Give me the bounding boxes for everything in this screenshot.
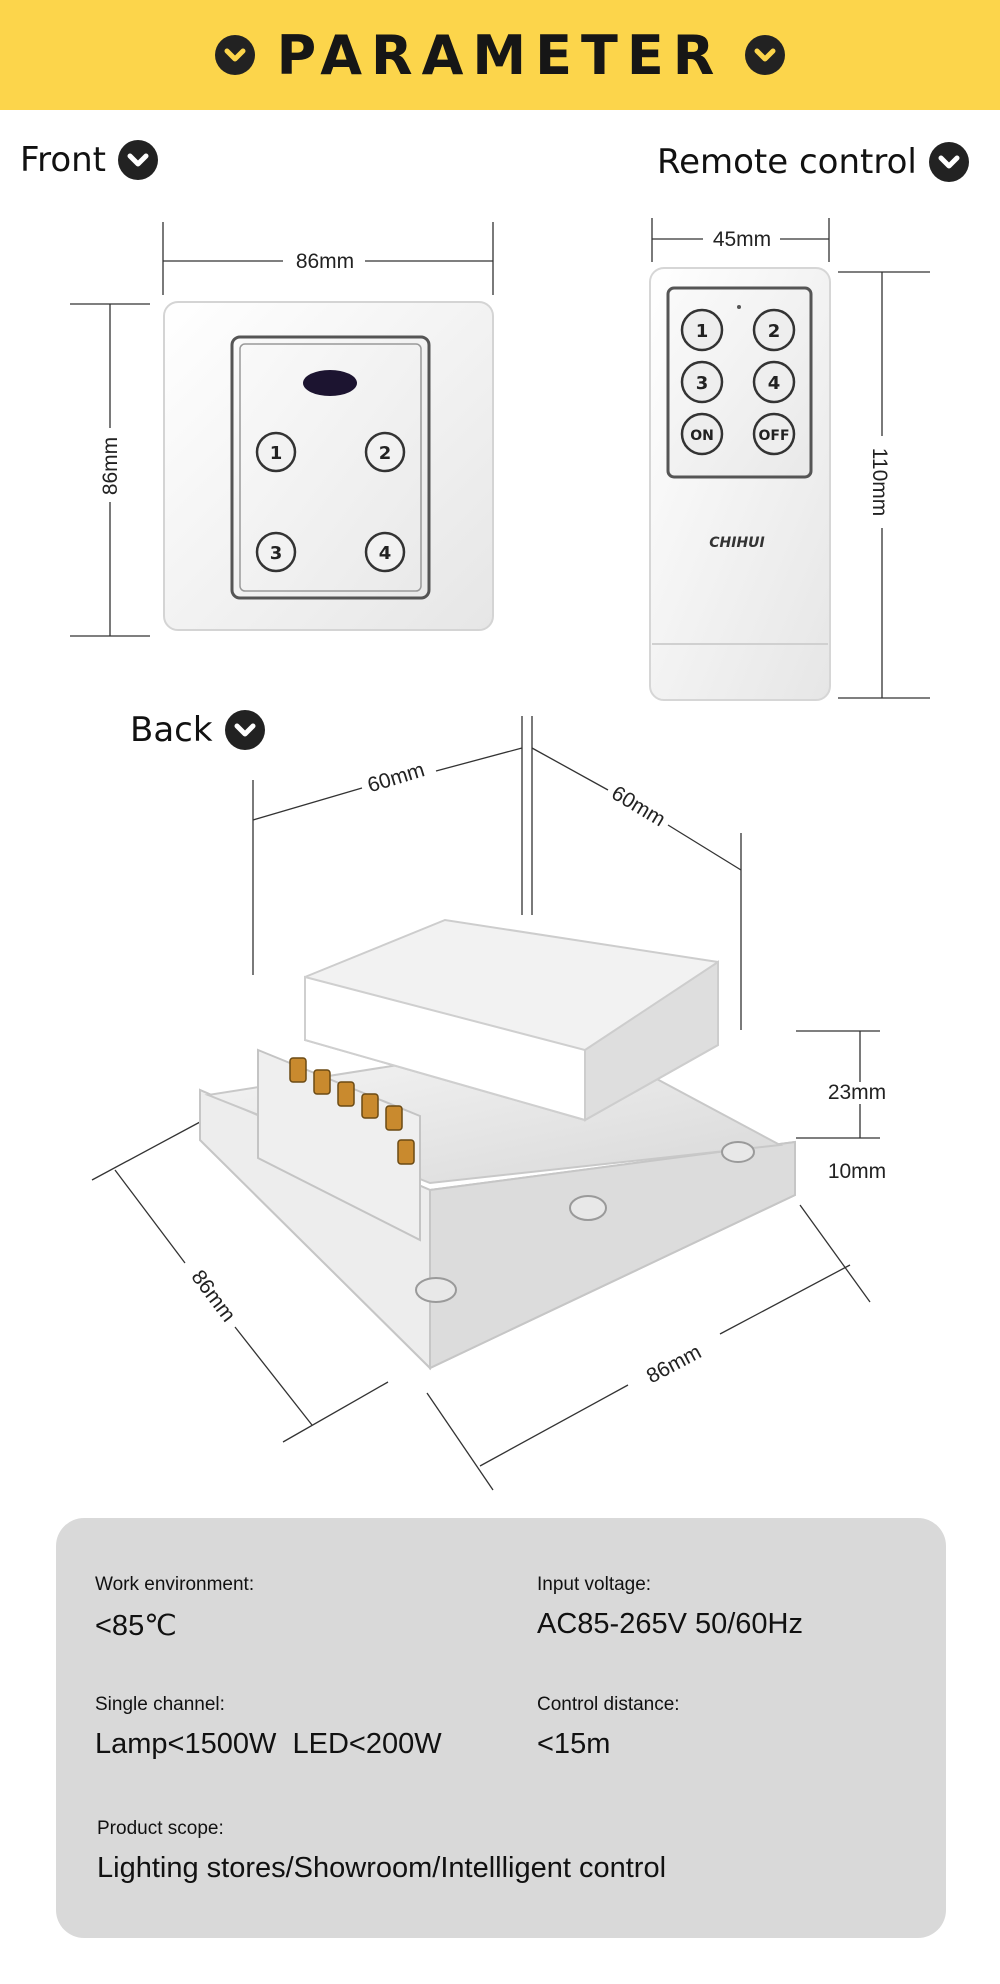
back-dim-86mm-left: 86mm [186, 1266, 239, 1326]
param-value: <15m [537, 1728, 611, 1760]
param-product-scope: Product scope: Lighting stores/Showroom/… [97, 1818, 666, 1885]
back-dim-86mm-right: 86mm [643, 1340, 705, 1388]
remote-button-4[interactable]: 4 [752, 360, 796, 404]
remote-button-off-label: OFF [758, 428, 789, 444]
page-title: PARAMETER [276, 23, 724, 87]
remote-button-off[interactable]: OFF [752, 412, 796, 456]
ir-sensor [303, 370, 357, 396]
remote-button-on[interactable]: ON [680, 412, 724, 456]
back-dim-23mm: 23mm [828, 1081, 886, 1104]
front-button-3[interactable]: 3 [255, 531, 297, 573]
front-label: Front [20, 140, 158, 180]
param-label: Input voltage: [537, 1574, 652, 1595]
front-switch-panel: 1 2 3 4 [163, 301, 494, 631]
param-work-environment: Work environment: <85℃ [95, 1574, 254, 1643]
remote-control: 1 2 3 4 ON OFF CHIHUI [649, 267, 831, 701]
remote-button-2[interactable]: 2 [752, 308, 796, 352]
front-button-4-label: 4 [379, 543, 392, 564]
remote-width-label: 45mm [713, 228, 771, 251]
remote-height-label: 110mm [868, 448, 891, 516]
param-label: Product scope: [97, 1818, 224, 1839]
front-button-2-label: 2 [379, 443, 392, 464]
front-height-label: 86mm [99, 437, 122, 495]
chevron-down-icon [224, 710, 265, 750]
param-value: Lamp<1500W LED<200W [95, 1728, 442, 1760]
param-single-channel: Single channel: Lamp<1500W LED<200W [95, 1694, 442, 1761]
remote-label: Remote control [657, 142, 969, 182]
remote-button-on-label: ON [690, 428, 714, 444]
back-label: Back [130, 710, 265, 750]
remote-button-3-label: 3 [696, 373, 709, 394]
front-button-2[interactable]: 2 [364, 431, 406, 473]
parameter-card: Work environment: <85℃ Input voltage: AC… [56, 1518, 946, 1938]
back-dim-10mm: 10mm [828, 1160, 886, 1183]
front-button-1-label: 1 [270, 443, 283, 464]
remote-button-1-label: 1 [696, 321, 709, 342]
chevron-down-icon [118, 140, 158, 180]
remote-dimensions [651, 218, 930, 699]
param-label: Work environment: [95, 1574, 255, 1595]
back-dimensions [91, 716, 880, 1491]
remote-label-text: Remote control [657, 142, 917, 182]
chevron-down-icon [745, 35, 786, 75]
param-label: Single channel: [95, 1694, 225, 1715]
back-dim-60mm-left: 60mm [365, 758, 428, 797]
back-label-text: Back [130, 710, 213, 750]
front-dimensions [70, 222, 494, 637]
param-control-distance: Control distance: <15m [537, 1694, 680, 1761]
param-label: Control distance: [537, 1694, 680, 1715]
front-button-4[interactable]: 4 [364, 531, 406, 573]
header: PARAMETER [0, 0, 1000, 110]
brand-logo: CHIHUI [709, 535, 765, 551]
chevron-down-icon [214, 35, 255, 75]
param-value: AC85-265V 50/60Hz [537, 1608, 803, 1640]
remote-button-1[interactable]: 1 [680, 308, 724, 352]
param-value: <85℃ [95, 1610, 177, 1642]
param-value: Lighting stores/Showroom/Intellligent co… [97, 1852, 667, 1884]
remote-button-2-label: 2 [768, 321, 781, 342]
remote-button-3[interactable]: 3 [680, 360, 724, 404]
remote-button-4-label: 4 [768, 373, 781, 394]
front-label-text: Front [20, 140, 106, 180]
front-button-3-label: 3 [270, 543, 283, 564]
param-input-voltage: Input voltage: AC85-265V 50/60Hz [537, 1574, 803, 1641]
back-switch-body [199, 918, 796, 1371]
back-dim-60mm-right: 60mm [607, 782, 669, 832]
header-band [0, 0, 1000, 110]
front-width-label: 86mm [296, 250, 354, 273]
chevron-down-icon [928, 142, 969, 182]
front-button-1[interactable]: 1 [255, 431, 297, 473]
